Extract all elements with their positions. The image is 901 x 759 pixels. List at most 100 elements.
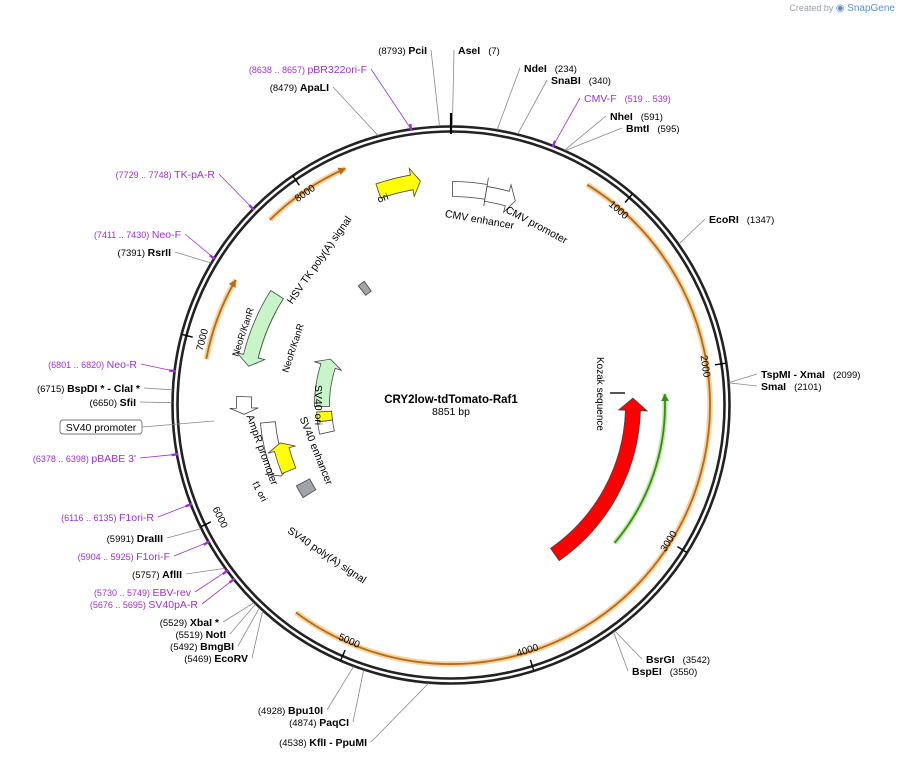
site-label: NdeI(234) — [524, 63, 577, 75]
primer-neo-f[interactable]: (7411 .. 7430) Neo-F — [94, 229, 217, 261]
primer-neo-r[interactable]: (6801 .. 6820) Neo-R — [48, 359, 177, 373]
plasmid-name: CRY2low-tdTomato-Raf1 — [384, 394, 518, 406]
sv40-promoter-feature[interactable] — [229, 395, 259, 415]
hsv-tk-polya-label: HSV TK poly(A) signal — [285, 214, 355, 306]
site-ecori[interactable]: EcoRI(1347) — [678, 214, 774, 245]
leader-line — [173, 541, 209, 557]
leader-line — [251, 610, 264, 659]
tick-5000 — [340, 649, 346, 661]
neor-outer-feature[interactable] — [235, 290, 284, 367]
site-label: (5519) NotI — [175, 629, 226, 641]
ori-feature[interactable] — [375, 167, 421, 199]
site-kfli[interactable]: (4538) KflI - PpuMI — [279, 682, 429, 749]
site-label: (6801 .. 6820) Neo-R — [48, 359, 137, 371]
leader-line — [729, 382, 758, 387]
orf-neo-head-icon — [228, 279, 236, 288]
leader-line — [140, 363, 175, 372]
backbone — [171, 113, 731, 685]
leader-line — [352, 669, 365, 723]
primer-tk-pa-r[interactable]: (7729 .. 7748) TK-pA-R — [116, 169, 256, 211]
sv40-ori-feature[interactable] — [316, 410, 333, 423]
cmv-promoter-feature[interactable] — [484, 183, 516, 214]
primer-pbabe3[interactable]: (6378 .. 6398) pBABE 3' — [33, 452, 179, 465]
site-rsrii[interactable]: (7391) RsrII — [118, 247, 212, 264]
tick-7000 — [181, 333, 193, 338]
site-ecorv[interactable]: (5469) EcoRV — [184, 610, 264, 665]
tick-label: 1000 — [606, 199, 630, 222]
hsv-tk-polya-feature[interactable] — [357, 280, 372, 296]
site-pcii[interactable]: (8793) PciI — [378, 45, 440, 127]
snapgene-branding: Created by ◉ SnapGene — [789, 3, 895, 14]
site-bpu10i[interactable]: (4928) Bpu10I — [258, 666, 354, 717]
primer-cmv-f[interactable]: CMV-F(519 .. 539) — [551, 93, 671, 148]
site-apali[interactable]: (8479) ApaLI — [270, 82, 379, 136]
site-bmgbi[interactable]: (5492) BmgBI — [170, 607, 260, 653]
site-snabi[interactable]: SnaBI(340) — [517, 75, 611, 135]
sv40-enhancer-feature[interactable] — [317, 419, 335, 435]
site-draiii[interactable]: (5991) DraIII — [107, 528, 202, 545]
site-label: AseI(7) — [458, 45, 500, 57]
restriction-sites[interactable]: (8793) PciI AseI(7) NdeI(234)SnaBI(340)Nhe… — [37, 45, 861, 749]
leader-line — [370, 682, 429, 743]
site-smai[interactable]: SmaI(2101) — [729, 381, 822, 393]
leader-line — [678, 218, 706, 245]
primer-f1ori-r[interactable]: (6116 .. 6135) F1ori-R — [61, 502, 193, 524]
orf-neo-halo — [203, 278, 239, 360]
site-label: (5904 .. 5925) F1ori-F — [78, 551, 170, 563]
leader-line — [496, 67, 521, 130]
site-label: (8793) PciI — [378, 45, 427, 57]
tick-label: 4000 — [515, 642, 540, 659]
leader-line — [201, 579, 234, 605]
leader-line — [564, 115, 607, 151]
primer-bind-mark — [409, 123, 413, 132]
neor-inner-label: NeoR/KanR — [281, 322, 307, 374]
site-bsrgi[interactable]: BsrGI(3542) — [614, 630, 710, 666]
primer-f1ori-f[interactable]: (5904 .. 5925) F1ori-F — [78, 540, 211, 563]
primer-ebv-rev[interactable]: (5730 .. 5749) EBV-rev — [94, 568, 230, 599]
site-label: CMV-F(519 .. 539) — [584, 93, 671, 105]
leader-line — [552, 97, 581, 146]
site-xbai[interactable]: (5529) XbaI * — [160, 602, 255, 629]
site-label: NheI(591) — [610, 111, 663, 123]
site-label: (4538) KflI - PpuMI — [279, 737, 367, 749]
primer-sv40pa-r[interactable]: (5676 .. 5695) SV40pA-R — [90, 577, 236, 611]
primer-bind-mark — [171, 452, 179, 457]
primer-bind-mark — [208, 254, 217, 261]
site-aflii[interactable]: (5757) AflII — [132, 568, 225, 581]
leader-line — [332, 86, 379, 136]
f1-ori-feature[interactable] — [267, 442, 297, 475]
leader-line — [174, 251, 212, 264]
plasmid-length: 8851 bp — [432, 406, 470, 418]
site-bspdi[interactable]: (6715) BspDI * - ClaI * — [37, 383, 173, 395]
kozak-label: Kozak sequence — [594, 357, 605, 431]
neor-inner-feature[interactable] — [314, 358, 342, 408]
leader-line — [143, 387, 173, 391]
leader-line — [218, 173, 254, 209]
site-label: BspEI(3550) — [632, 666, 697, 678]
cmv-enhancer-feature[interactable] — [452, 177, 489, 206]
feature-arrows — [229, 167, 649, 562]
site-paqci[interactable]: (4874) PaqCI — [289, 669, 365, 729]
leader-line — [517, 79, 548, 135]
leader-line — [565, 127, 623, 151]
site-bmti[interactable]: BmtI(595) — [565, 123, 680, 151]
site-label: (5469) EcoRV — [184, 653, 248, 665]
sv40-polya-feature[interactable] — [295, 478, 317, 499]
snapgene-brand-text: SnapGene — [847, 3, 895, 14]
site-nhei[interactable]: NheI(591) — [564, 111, 663, 151]
site-bspei[interactable]: BspEI(3550) — [613, 631, 698, 678]
site-sfii[interactable]: (6650) SfiI — [90, 397, 173, 409]
site-asei[interactable]: AseI(7) — [452, 45, 500, 127]
ori-label: ori — [376, 192, 390, 206]
created-by-text: Created by — [789, 3, 834, 13]
site-tspmi[interactable]: TspMI - XmaI(2099) — [728, 369, 860, 383]
tdtomato-feature[interactable] — [550, 397, 649, 562]
leader-line — [728, 373, 758, 383]
site-ndei[interactable]: NdeI(234) — [496, 63, 577, 130]
site-label: (6715) BspDI * - ClaI * — [37, 383, 141, 395]
site-label: (6378 .. 6398) pBABE 3' — [33, 453, 136, 465]
site-noti[interactable]: (5519) NotI — [175, 603, 256, 641]
primers[interactable]: (8638 .. 8657) pBR322ori-F CMV-F(519 .. 5… — [33, 64, 671, 611]
primer-pbr322ori-f[interactable]: (8638 .. 8657) pBR322ori-F — [249, 64, 413, 132]
